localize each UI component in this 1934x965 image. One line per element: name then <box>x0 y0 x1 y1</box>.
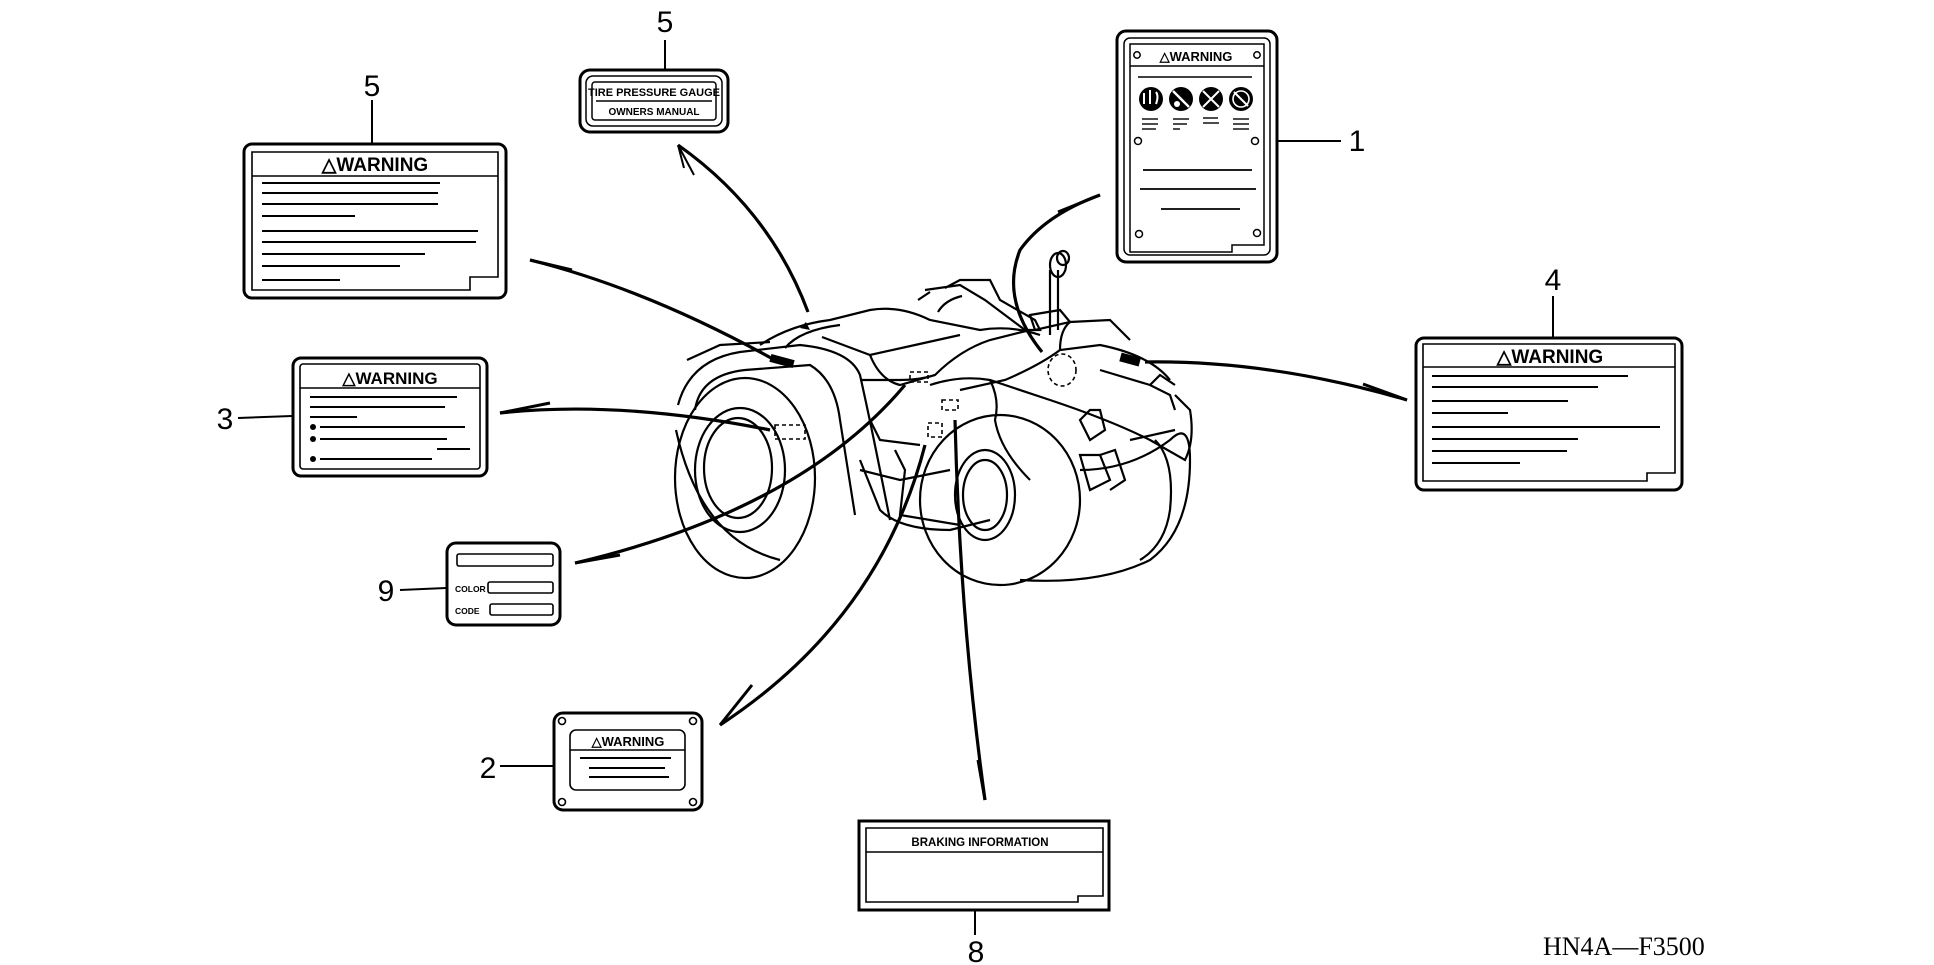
label-8-braking-info[interactable]: BRAKING INFORMATION 8 <box>857 819 1111 965</box>
arrow-to-label-9 <box>574 383 907 565</box>
label-3-title: △WARNING <box>341 369 437 388</box>
no-alcohol-icon <box>1229 87 1253 111</box>
callout-number-1: 1 <box>1349 125 1366 158</box>
label-7-title: TIRE PRESSURE GAUGE <box>588 87 720 99</box>
callout-number-2: 2 <box>480 752 497 785</box>
callout-number-8: 8 <box>968 936 985 965</box>
no-passenger-icon <box>1139 87 1163 111</box>
callout-number-9: 9 <box>378 575 395 608</box>
label-2-warning[interactable]: 2 △WARNING <box>480 711 704 812</box>
label-2-title: △WARNING <box>591 734 665 749</box>
label-9-code-field: CODE <box>455 606 480 616</box>
atv-illustration <box>673 249 1193 587</box>
label-9-color-code[interactable]: 9 COLOR CODE <box>378 541 562 627</box>
no-drugs-icon <box>1199 87 1223 111</box>
diagram-code: HN4A—F3500 <box>1543 932 1705 961</box>
front-left-wheel <box>918 413 1082 587</box>
rear-wheel <box>673 376 817 580</box>
arrow-to-label-5 <box>529 258 781 365</box>
arrow-to-label-3 <box>499 407 771 432</box>
arrow-to-label-1 <box>1012 193 1101 354</box>
label-4-title: △WARNING <box>1496 347 1603 368</box>
label-9-color-field: COLOR <box>455 584 486 594</box>
leader-arrows <box>499 143 1408 801</box>
label-1-warning-pictograms[interactable]: △WARNING <box>1115 29 1366 264</box>
callout-number-4: 4 <box>1545 264 1562 297</box>
label-4-warning[interactable]: 4 △WARNING <box>1414 264 1684 492</box>
label-1-pictograms <box>1139 87 1253 111</box>
label-7-tire-pressure[interactable]: 5 TIRE PRESSURE GAUGE OWNERS MANUAL <box>578 6 730 134</box>
arrow-to-label-2 <box>719 444 927 727</box>
arrow-to-label-8 <box>953 419 987 801</box>
callout-number-5: 5 <box>364 70 381 103</box>
label-1-title: △WARNING <box>1159 49 1233 64</box>
callout-number-7: 5 <box>657 6 674 39</box>
arrow-to-label-4 <box>1144 360 1408 402</box>
label-3-warning[interactable]: 3 △WARNING <box>217 356 489 478</box>
label-8-title: BRAKING INFORMATION <box>911 837 1048 849</box>
label-5-title: △WARNING <box>321 155 428 176</box>
callout-number-3: 3 <box>217 403 234 436</box>
no-riding-icon <box>1169 87 1193 111</box>
label-5-warning[interactable]: 5 △WARNING <box>242 70 508 300</box>
arrow-to-label-7 <box>677 143 810 313</box>
label-7-subtitle: OWNERS MANUAL <box>608 107 699 118</box>
